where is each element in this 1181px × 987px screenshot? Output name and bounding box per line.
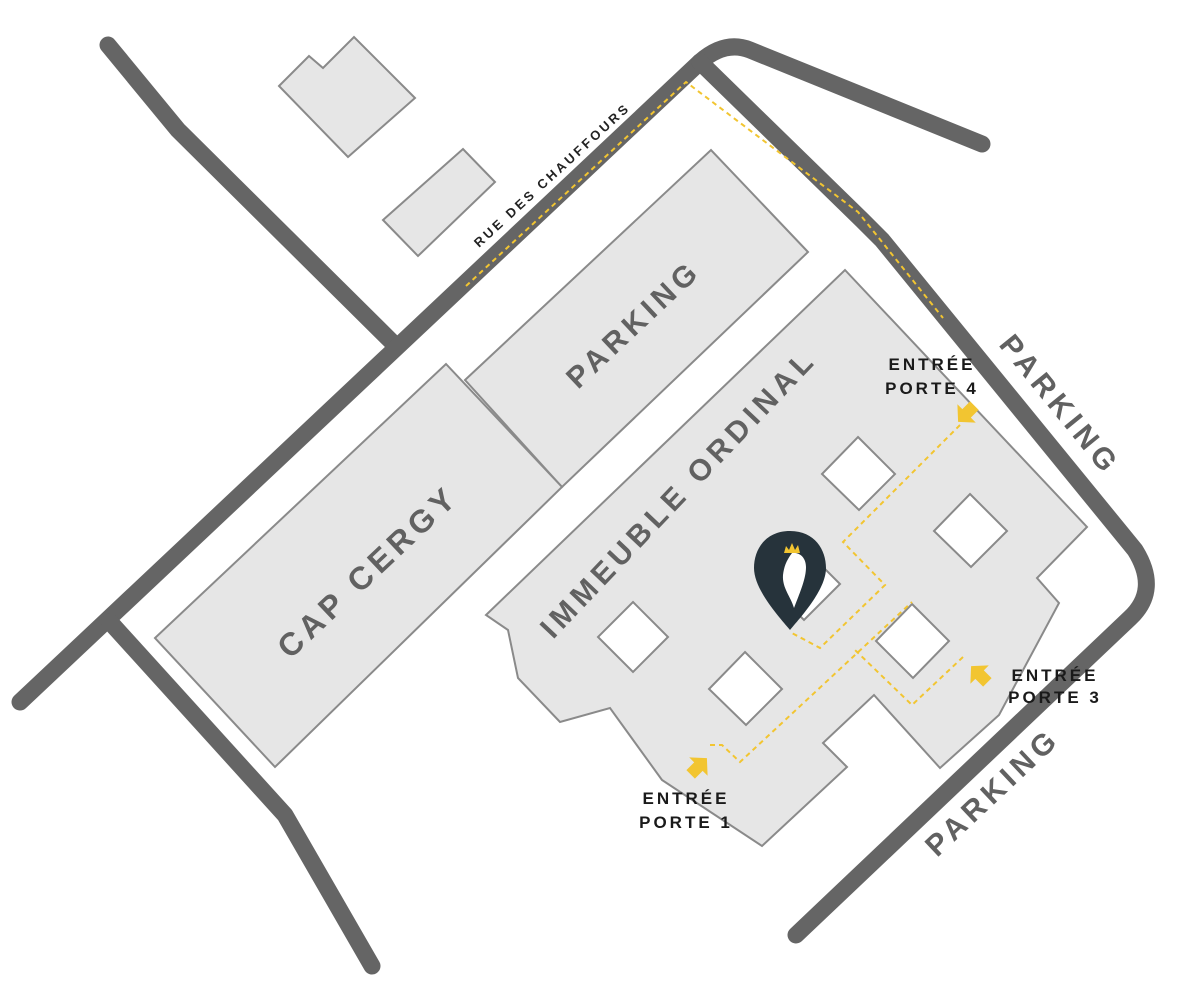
arrow-icon bbox=[970, 665, 992, 687]
location-pin-icon bbox=[754, 531, 826, 630]
small-building-1 bbox=[277, 35, 417, 159]
inner-route-porte-1 bbox=[710, 601, 913, 764]
entrance-porte-4-label: ENTRÉE PORTE 4 bbox=[885, 355, 979, 398]
entrance-line1: ENTRÉE bbox=[889, 355, 976, 374]
entrance-porte-1-label: ENTRÉE PORTE 1 bbox=[639, 789, 733, 832]
inner-route-porte-4 bbox=[789, 424, 961, 650]
arrow-icon bbox=[686, 757, 708, 779]
road-east bbox=[691, 53, 1155, 944]
cap-cergy-building bbox=[153, 362, 564, 769]
street-name-label: RUE DES CHAUFFOURS bbox=[471, 100, 633, 251]
entrance-line2: PORTE 4 bbox=[885, 379, 979, 398]
entrance-line1: ENTRÉE bbox=[643, 789, 730, 808]
entrance-arrows bbox=[686, 401, 992, 779]
road-main-diagonal bbox=[11, 53, 709, 711]
rooster-comb-icon bbox=[784, 543, 800, 553]
courtyard bbox=[707, 650, 784, 727]
entrance-line2: PORTE 1 bbox=[639, 813, 733, 832]
courtyards bbox=[596, 435, 1009, 727]
courtyard bbox=[596, 600, 670, 674]
courtyard bbox=[820, 435, 897, 512]
road-northwest bbox=[99, 36, 404, 354]
courtyard bbox=[932, 492, 1009, 569]
street-route bbox=[465, 80, 944, 319]
road-southwest bbox=[101, 613, 381, 975]
courtyard bbox=[874, 602, 951, 680]
entrance-line1: ENTRÉE bbox=[1012, 666, 1099, 685]
entrance-line2: PORTE 3 bbox=[1008, 688, 1102, 707]
arrow-icon bbox=[957, 401, 979, 423]
roads bbox=[11, 36, 1155, 975]
rooster-icon bbox=[782, 552, 806, 608]
north-buildings bbox=[277, 35, 497, 258]
small-building-2 bbox=[381, 147, 497, 258]
entrance-porte-3-label: ENTRÉE PORTE 3 bbox=[1008, 666, 1102, 707]
routes bbox=[465, 80, 964, 764]
